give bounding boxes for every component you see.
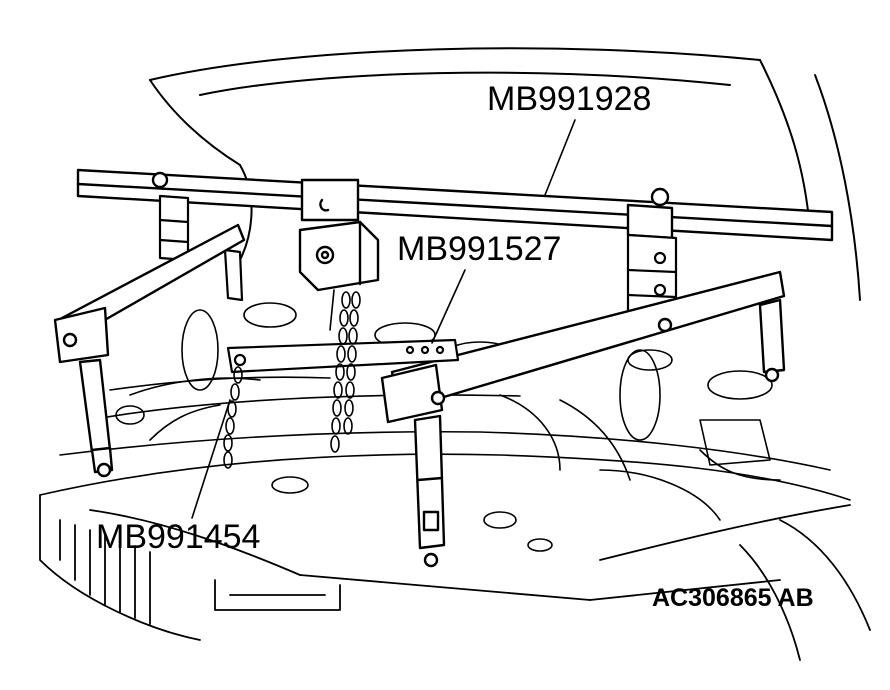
right-uprights	[626, 233, 678, 322]
left-uprights	[158, 194, 244, 302]
right-arm	[380, 270, 786, 568]
label-mb991454: MB991454	[96, 518, 261, 556]
leader-lines	[191, 119, 576, 519]
left-arm	[53, 223, 246, 478]
hook-block	[298, 198, 380, 292]
left-chain	[223, 366, 243, 469]
center-chain	[329, 289, 361, 453]
front-grille	[39, 494, 871, 661]
slide-bracket	[226, 338, 460, 374]
label-mb991527: MB991527	[397, 230, 562, 268]
label-mb991928: MB991928	[487, 80, 652, 118]
figure-code: AC306865 AB	[652, 584, 814, 612]
engine-bay	[39, 302, 851, 552]
hood-outline	[149, 47, 861, 301]
hanger-crossbar	[76, 168, 834, 242]
